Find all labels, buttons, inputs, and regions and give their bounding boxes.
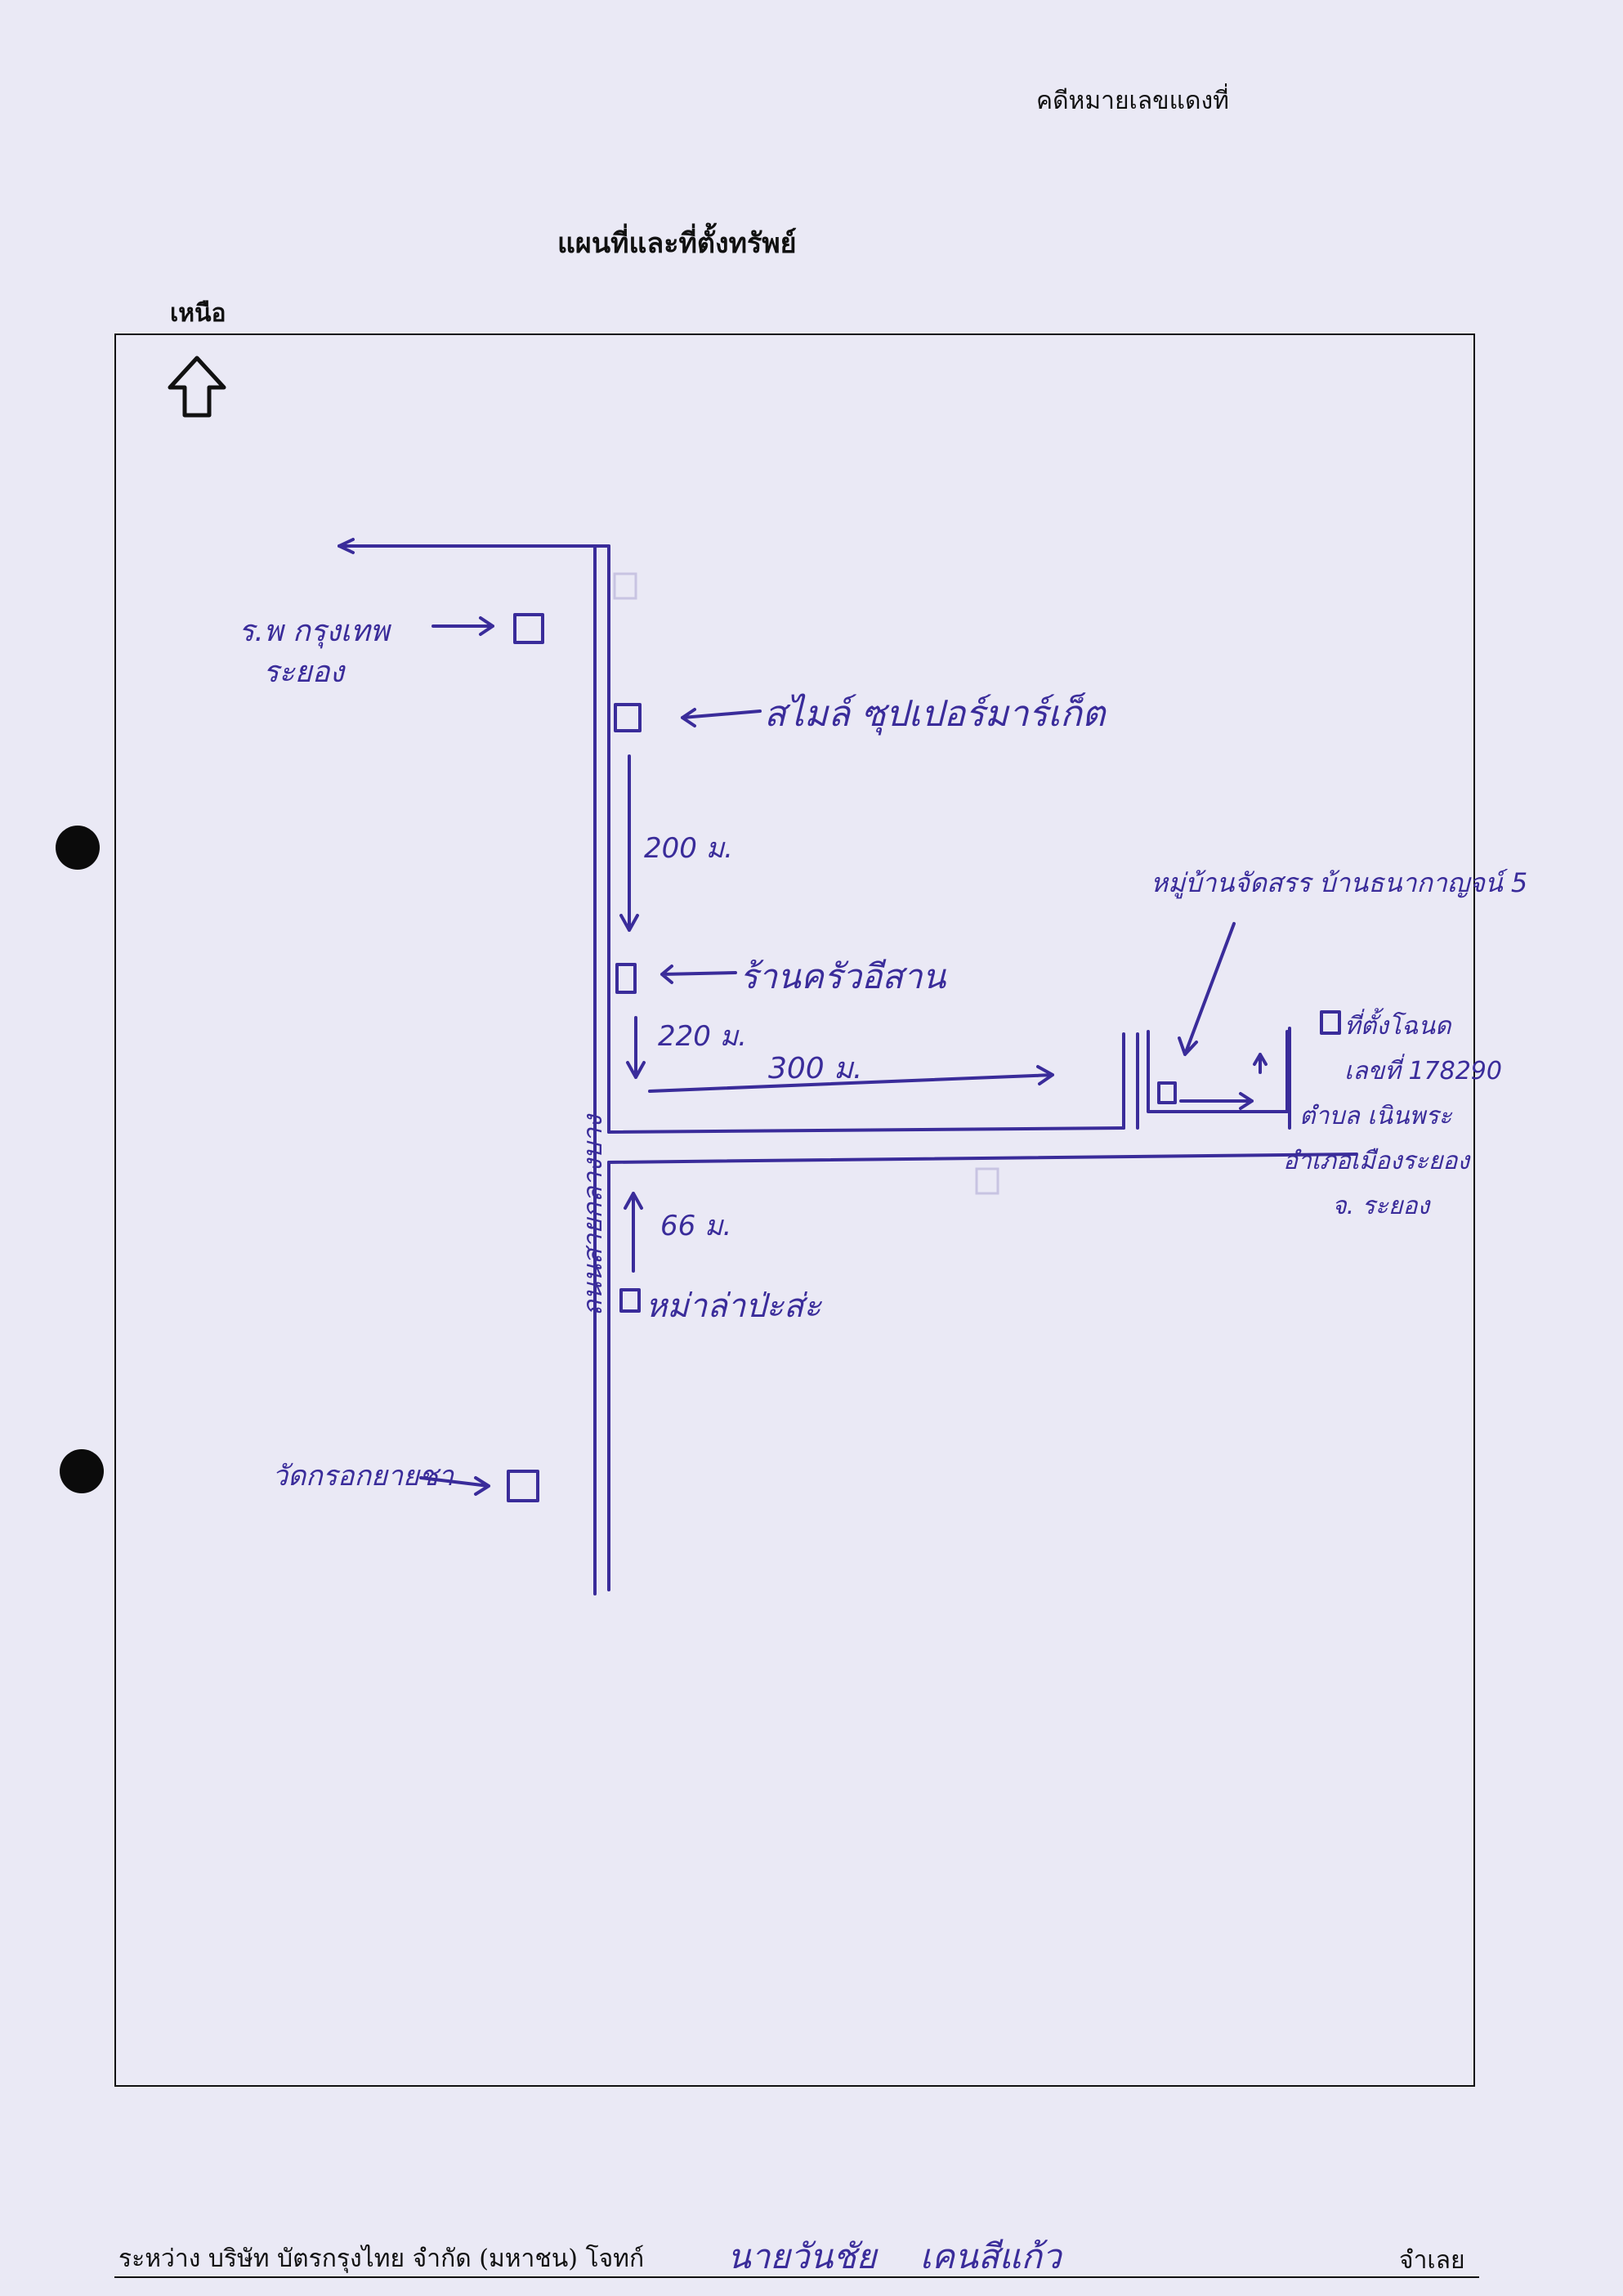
footer-underline: [114, 2276, 1479, 2278]
property-line2: เลขที่ 178290: [1344, 1057, 1502, 1085]
hospital-label: ร.พ กรุงเทพ ระยอง: [239, 611, 389, 693]
distance-200-label: 200 ม.: [644, 832, 733, 865]
distance-300-label: 300 ม.: [768, 1052, 863, 1085]
north-arrow-icon: [168, 356, 226, 418]
road-label: ถนนสายกลางบาง: [577, 1115, 608, 1316]
village-label: หมู่บ้านจัดสรร บ้านธนากาญจน์ 5: [1151, 867, 1528, 898]
footer-text: ระหว่าง บริษัท บัตรกรุงไทย จำกัด (มหาชน)…: [118, 2245, 645, 2273]
property-line1: ที่ตั้งโฉนด: [1344, 1012, 1451, 1041]
page-title: แผนที่และที่ตั้งทรัพย์: [557, 227, 797, 260]
mala-label: หม่าล่าป่ะส่ะ: [646, 1287, 821, 1325]
restaurant-label: ร้านครัวอีสาน: [740, 956, 946, 996]
hospital-label-line1: ร.พ กรุงเทพ: [239, 615, 390, 648]
property-line4: อำเภอเมืองระยอง: [1283, 1147, 1470, 1175]
map-frame: [114, 333, 1475, 2087]
property-line5: จ. ระยอง: [1332, 1192, 1430, 1220]
punch-hole-bottom: [60, 1449, 104, 1493]
supermarket-label: สไมล์ ซุปเปอร์มาร์เก็ต: [764, 693, 1106, 735]
temple-label: วัดกรอกยายชา: [272, 1460, 454, 1493]
hospital-label-line2: ระยอง: [263, 656, 344, 689]
distance-66-label: 66 ม.: [660, 1210, 732, 1242]
defendant-label: จำเลย: [1399, 2246, 1465, 2275]
punch-hole-top: [56, 826, 100, 870]
distance-220-label: 220 ม.: [658, 1020, 747, 1053]
defendant-name-signature: นายวันชัย เคนสีแก้ว: [727, 2236, 1062, 2276]
property-line3: ตำบล เนินพระ: [1299, 1102, 1452, 1130]
north-label: เหนือ: [170, 299, 226, 328]
property-label: ที่ตั้งโฉนด เลขที่ 178290 ตำบล เนินพระ อ…: [1283, 1004, 1502, 1229]
case-number-label: คดีหมายเลขแดงที่: [1036, 87, 1229, 115]
